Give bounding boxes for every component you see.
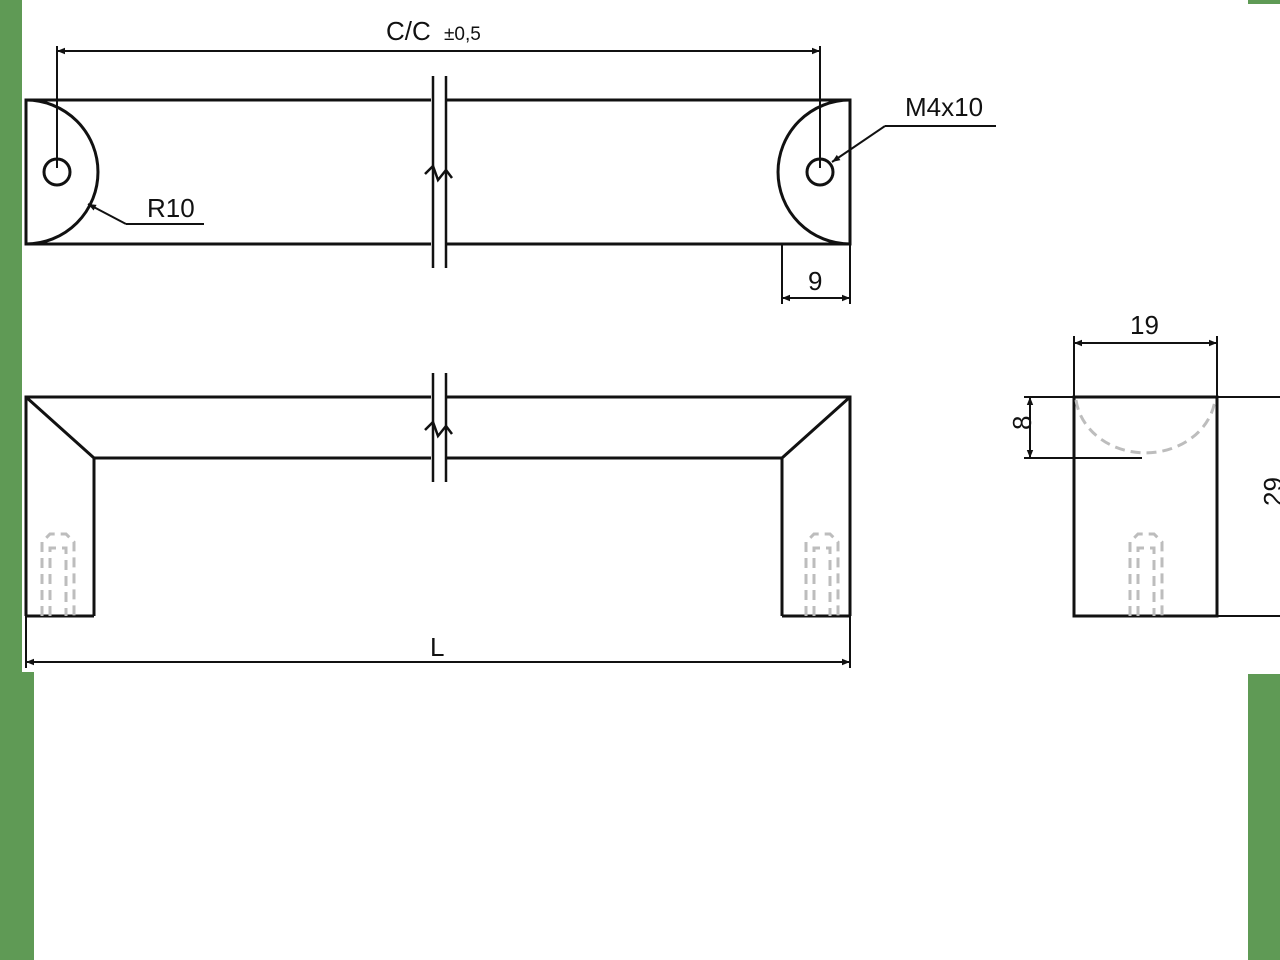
height-dimension: [1217, 396, 1280, 617]
side-view: [1072, 395, 1219, 618]
end-offset-label: 9: [808, 266, 822, 296]
right-hidden-hole-outer: [804, 532, 840, 616]
side-hidden-hole-outer: [1128, 532, 1164, 616]
thread-leader: [831, 125, 996, 163]
left-end-radius-arc: [25, 98, 100, 246]
length-label: L: [430, 632, 444, 662]
right-green-frame-top: [1248, 0, 1280, 4]
side-hidden-lines: [1074, 399, 1217, 616]
right-end-radius-arc: [776, 98, 851, 246]
left-hidden-hole-inner: [48, 546, 68, 616]
width-dimension: [1073, 336, 1218, 397]
depth-label: 8: [1007, 416, 1037, 430]
end-offset-dimension: [781, 244, 851, 304]
left-green-frame-lower: [22, 672, 34, 960]
front-hidden-holes: [40, 532, 840, 616]
radius-label: R10: [147, 193, 195, 223]
right-green-frame: [1248, 674, 1280, 960]
left-green-frame: [0, 0, 22, 960]
cc-dimension: [56, 46, 821, 168]
thread-label: M4x10: [905, 92, 983, 122]
side-view-outline: [1072, 395, 1219, 618]
width-label: 19: [1130, 310, 1159, 340]
side-hidden-hole-inner: [1136, 546, 1156, 616]
cc-tolerance-label: ±0,5: [444, 24, 481, 45]
left-chamfer-edge: [24, 395, 96, 460]
front-view-inner-outline: [92, 456, 784, 616]
top-view-break: [424, 76, 453, 268]
depth-dimension: [1024, 396, 1142, 459]
left-hidden-hole-outer: [40, 532, 76, 616]
length-dimension: [25, 616, 851, 668]
right-hidden-hole-inner: [812, 546, 832, 616]
right-chamfer-edge: [780, 395, 852, 460]
height-label: 29: [1258, 477, 1280, 506]
side-hidden-groove: [1074, 399, 1217, 455]
front-view-break: [424, 373, 453, 482]
cc-label: C/C: [386, 16, 431, 46]
radius-leader: [87, 203, 204, 225]
